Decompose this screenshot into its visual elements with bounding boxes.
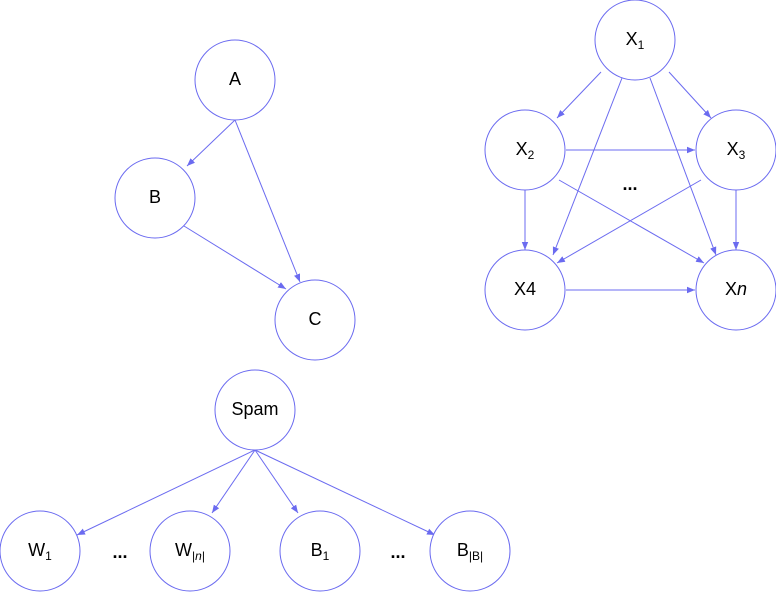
node-c[interactable]: C (274, 279, 356, 361)
node-x3-base: X (727, 139, 739, 159)
node-b1-sub: 1 (323, 549, 330, 563)
node-x4-circle (484, 249, 566, 331)
edge-x1-xn (649, 77, 717, 256)
node-wn[interactable]: W|n| (149, 510, 231, 592)
node-x2-label: X2 (516, 139, 535, 162)
spam-ellipsis-right: ... (390, 542, 405, 562)
node-x2-base: X (516, 139, 528, 159)
node-x2-sub: 2 (528, 148, 535, 162)
node-bb-base: B (457, 540, 469, 560)
node-x1[interactable]: X1 (594, 0, 676, 81)
edge-spam-wn (211, 449, 256, 514)
edge-a-b (186, 119, 236, 167)
node-bb[interactable]: B|B| (429, 510, 511, 592)
node-x3-circle (695, 109, 776, 191)
node-bb-label: B|B| (457, 540, 483, 563)
node-wn-circle (149, 510, 231, 592)
node-w1-circle (0, 510, 81, 592)
node-b1[interactable]: B1 (279, 510, 361, 592)
node-w1[interactable]: W1 (0, 510, 81, 592)
node-bb-circle (429, 510, 511, 592)
node-w1-sub: 1 (45, 549, 52, 563)
node-xn-italic: n (737, 279, 747, 299)
node-w1-base: W (28, 540, 45, 560)
node-spam-circle (214, 369, 296, 451)
node-x3-label: X3 (727, 139, 746, 162)
node-b[interactable]: B (114, 157, 196, 239)
node-spam-label: Spam (231, 399, 278, 419)
node-x3-sub: 3 (739, 148, 746, 162)
edge-a-c (234, 119, 301, 283)
node-b1-circle (279, 510, 361, 592)
node-x1-base: X (626, 29, 638, 49)
node-w1-label: W1 (28, 540, 52, 563)
node-x2[interactable]: X2 (484, 109, 566, 191)
spam-ellipsis-left: ... (112, 542, 127, 562)
edge-spam-b1 (254, 449, 299, 514)
edge-x1-x2 (556, 71, 602, 119)
node-xn[interactable]: Xn (695, 249, 776, 331)
node-wn-label: W|n| (175, 540, 205, 563)
node-a[interactable]: A (194, 39, 276, 121)
node-x1-label: X1 (626, 29, 645, 52)
node-c-circle (274, 279, 356, 361)
node-xn-base: X (725, 279, 737, 299)
node-x1-sub: 1 (638, 38, 645, 52)
node-x3[interactable]: X3 (695, 109, 776, 191)
edge-b-c (183, 225, 287, 290)
node-wn-sub-prefix: | (192, 549, 195, 563)
node-wn-sub-suffix: | (202, 549, 205, 563)
node-b-label: B (149, 187, 161, 207)
edge-x2-xn (558, 179, 705, 264)
node-x4-label: X4 (514, 279, 536, 299)
node-xn-label: Xn (725, 279, 747, 299)
diagram-x: ... X1 X2 X3 X4 Xn (484, 0, 776, 331)
edge-spam-w1 (76, 449, 256, 536)
edge-x1-x3 (668, 71, 712, 119)
node-x4[interactable]: X4 (484, 249, 566, 331)
diagram-spam: ... ... Spam W1 W|n| B1 B|B| (0, 369, 511, 592)
node-wn-base: W (175, 540, 192, 560)
node-b1-label: B1 (311, 540, 330, 563)
node-spam[interactable]: Spam (214, 369, 296, 451)
edge-spam-bb (254, 449, 436, 536)
x-ellipsis: ... (622, 174, 637, 194)
node-c-label: C (309, 309, 322, 329)
node-bb-sub: |B| (469, 549, 483, 563)
node-a-label: A (229, 69, 241, 89)
diagram-abc: A B C (114, 39, 356, 361)
edge-x1-x4 (552, 77, 623, 256)
node-wn-sub-italic: n (195, 549, 202, 563)
node-xn-circle (695, 249, 776, 331)
node-a-circle (194, 39, 276, 121)
node-b-circle (114, 157, 196, 239)
node-b1-base: B (311, 540, 323, 560)
edge-x3-x4 (556, 179, 702, 264)
node-x1-circle (594, 0, 676, 81)
node-x2-circle (484, 109, 566, 191)
